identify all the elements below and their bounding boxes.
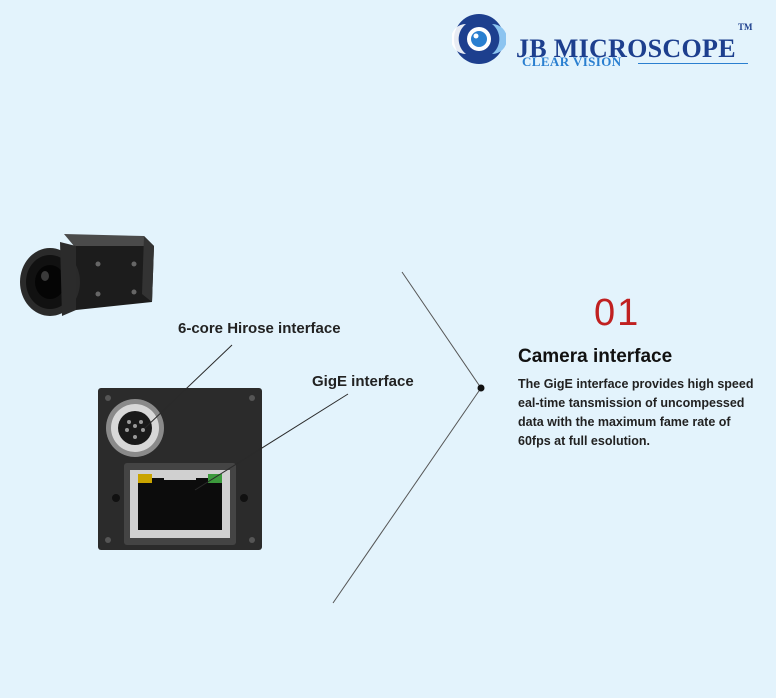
lens-emblem-icon <box>452 14 506 64</box>
brand-logo: JB MICROSCOPE TM CLEAR VISION <box>452 12 762 72</box>
tagline-rule <box>638 63 748 64</box>
brand-tagline: CLEAR VISION <box>522 54 622 69</box>
divider-line-lower <box>332 387 482 604</box>
hirose-interface-label: 6-core Hirose interface <box>178 320 341 337</box>
feature-description: The GigE interface provides high speed e… <box>518 377 754 448</box>
trademark-mark: TM <box>738 22 753 32</box>
feature-title: Camera interface <box>518 346 673 367</box>
divider-line-upper <box>401 271 482 389</box>
gige-interface-label: GigE interface <box>312 373 414 390</box>
camera-rear-panel-icon <box>98 388 262 550</box>
divider-node <box>477 384 485 392</box>
feature-number: 01 <box>594 292 641 334</box>
brand-name: JB MICROSCOPE <box>516 34 736 63</box>
industrial-camera-icon <box>20 234 154 316</box>
